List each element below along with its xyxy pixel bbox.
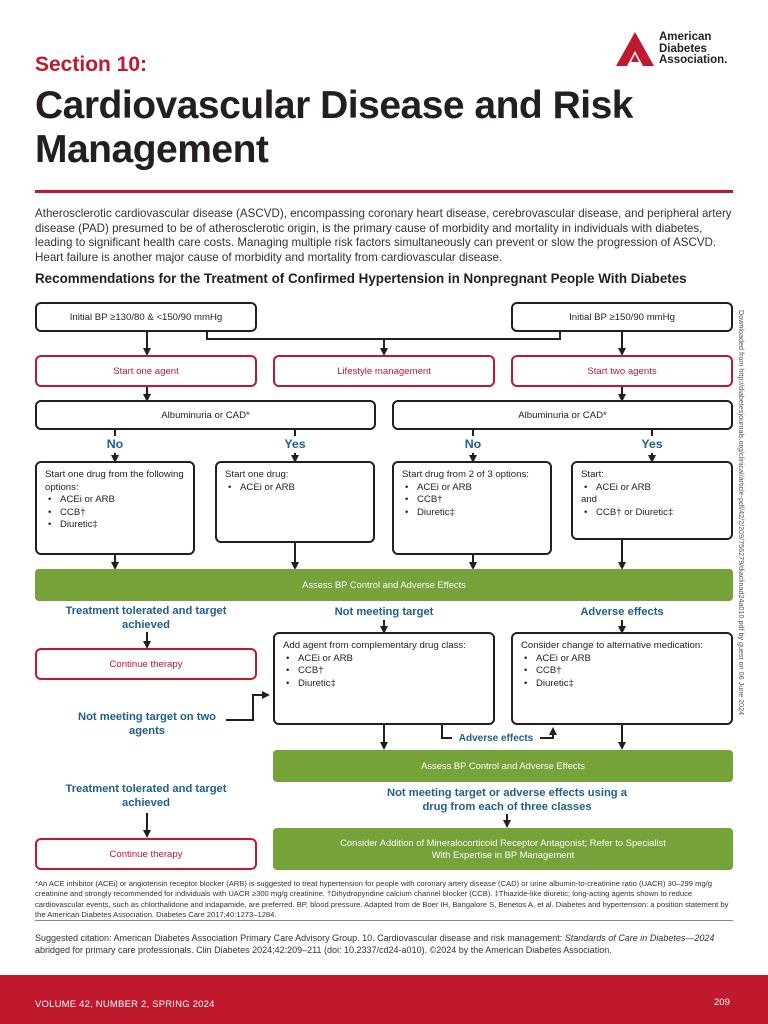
option-acei-arb-box: Start one drug: ACEi or ARB bbox=[215, 461, 375, 543]
not-meeting-two-agents-label: Not meeting target on two agents bbox=[78, 711, 216, 737]
tolerated-label-2: Treatment tolerated and target achieved bbox=[65, 783, 227, 809]
initial-bp-low-box: Initial BP ≥130/80 & <150/90 mmHg bbox=[35, 302, 257, 332]
initial-bp-high-box: Initial BP ≥150/90 mmHg bbox=[511, 302, 733, 332]
download-note: Downloaded from http://diabetesjournals.… bbox=[737, 310, 746, 716]
adverse-effects-label-1: Adverse effects bbox=[580, 606, 664, 618]
consider-change-box: Consider change to alternative medicatio… bbox=[511, 632, 733, 725]
consider-mra-bar: Consider Addition of Mineralocorticoid R… bbox=[273, 828, 733, 870]
yes-label-right: Yes bbox=[641, 437, 663, 451]
option-two-of-three-box: Start drug from 2 of 3 options: ACEi or … bbox=[392, 461, 552, 555]
footnote: *An ACE inhibitor (ACEi) or angiotensin … bbox=[35, 879, 729, 920]
not-meeting-target-label: Not meeting target bbox=[334, 606, 434, 618]
not-meeting-three-classes-label: Not meeting target or adverse effects us… bbox=[387, 787, 627, 813]
footer-bar bbox=[0, 975, 768, 1024]
no-label-right: No bbox=[464, 437, 482, 451]
title-divider bbox=[35, 190, 733, 193]
continue-therapy-box-2: Continue therapy bbox=[35, 838, 257, 870]
option-one-drug-box: Start one drug from the following option… bbox=[35, 461, 195, 555]
add-agent-box: Add agent from complementary drug class:… bbox=[273, 632, 495, 725]
lifestyle-management-box: Lifestyle management bbox=[273, 355, 495, 387]
option-combination-box: Start: ACEi or ARB and CCB† or Diuretic‡ bbox=[571, 461, 733, 540]
assess-bp-bar-2: Assess BP Control and Adverse Effects bbox=[273, 750, 733, 782]
page-number: 209 bbox=[714, 997, 730, 1008]
recommendations-heading: Recommendations for the Treatment of Con… bbox=[35, 271, 687, 286]
albuminuria-right-box: Albuminuria or CAD* bbox=[392, 400, 733, 430]
continue-therapy-box-1: Continue therapy bbox=[35, 648, 257, 680]
ada-logo: American Diabetes Association. bbox=[616, 31, 736, 68]
intro-paragraph: Atherosclerotic cardiovascular disease (… bbox=[35, 207, 732, 264]
start-one-agent-box: Start one agent bbox=[35, 355, 257, 387]
yes-label-left: Yes bbox=[284, 437, 306, 451]
volume-info: VOLUME 42, NUMBER 2, SPRING 2024 bbox=[35, 999, 215, 1010]
adverse-effects-label-2: Adverse effects bbox=[458, 733, 534, 744]
tolerated-label-1: Treatment tolerated and target achieved bbox=[65, 605, 227, 631]
start-two-agents-box: Start two agents bbox=[511, 355, 733, 387]
section-label: Section 10: bbox=[35, 53, 148, 76]
footnote-divider bbox=[35, 920, 733, 921]
suggested-citation: Suggested citation: American Diabetes As… bbox=[35, 933, 715, 955]
logo-wordmark: American Diabetes Association. bbox=[659, 31, 728, 66]
ada-triangle-icon bbox=[616, 32, 654, 66]
page-title: Cardiovascular Disease and Risk Manageme… bbox=[35, 84, 633, 171]
no-label-left: No bbox=[106, 437, 124, 451]
assess-bp-bar-1: Assess BP Control and Adverse Effects bbox=[35, 569, 733, 601]
albuminuria-left-box: Albuminuria or CAD* bbox=[35, 400, 376, 430]
